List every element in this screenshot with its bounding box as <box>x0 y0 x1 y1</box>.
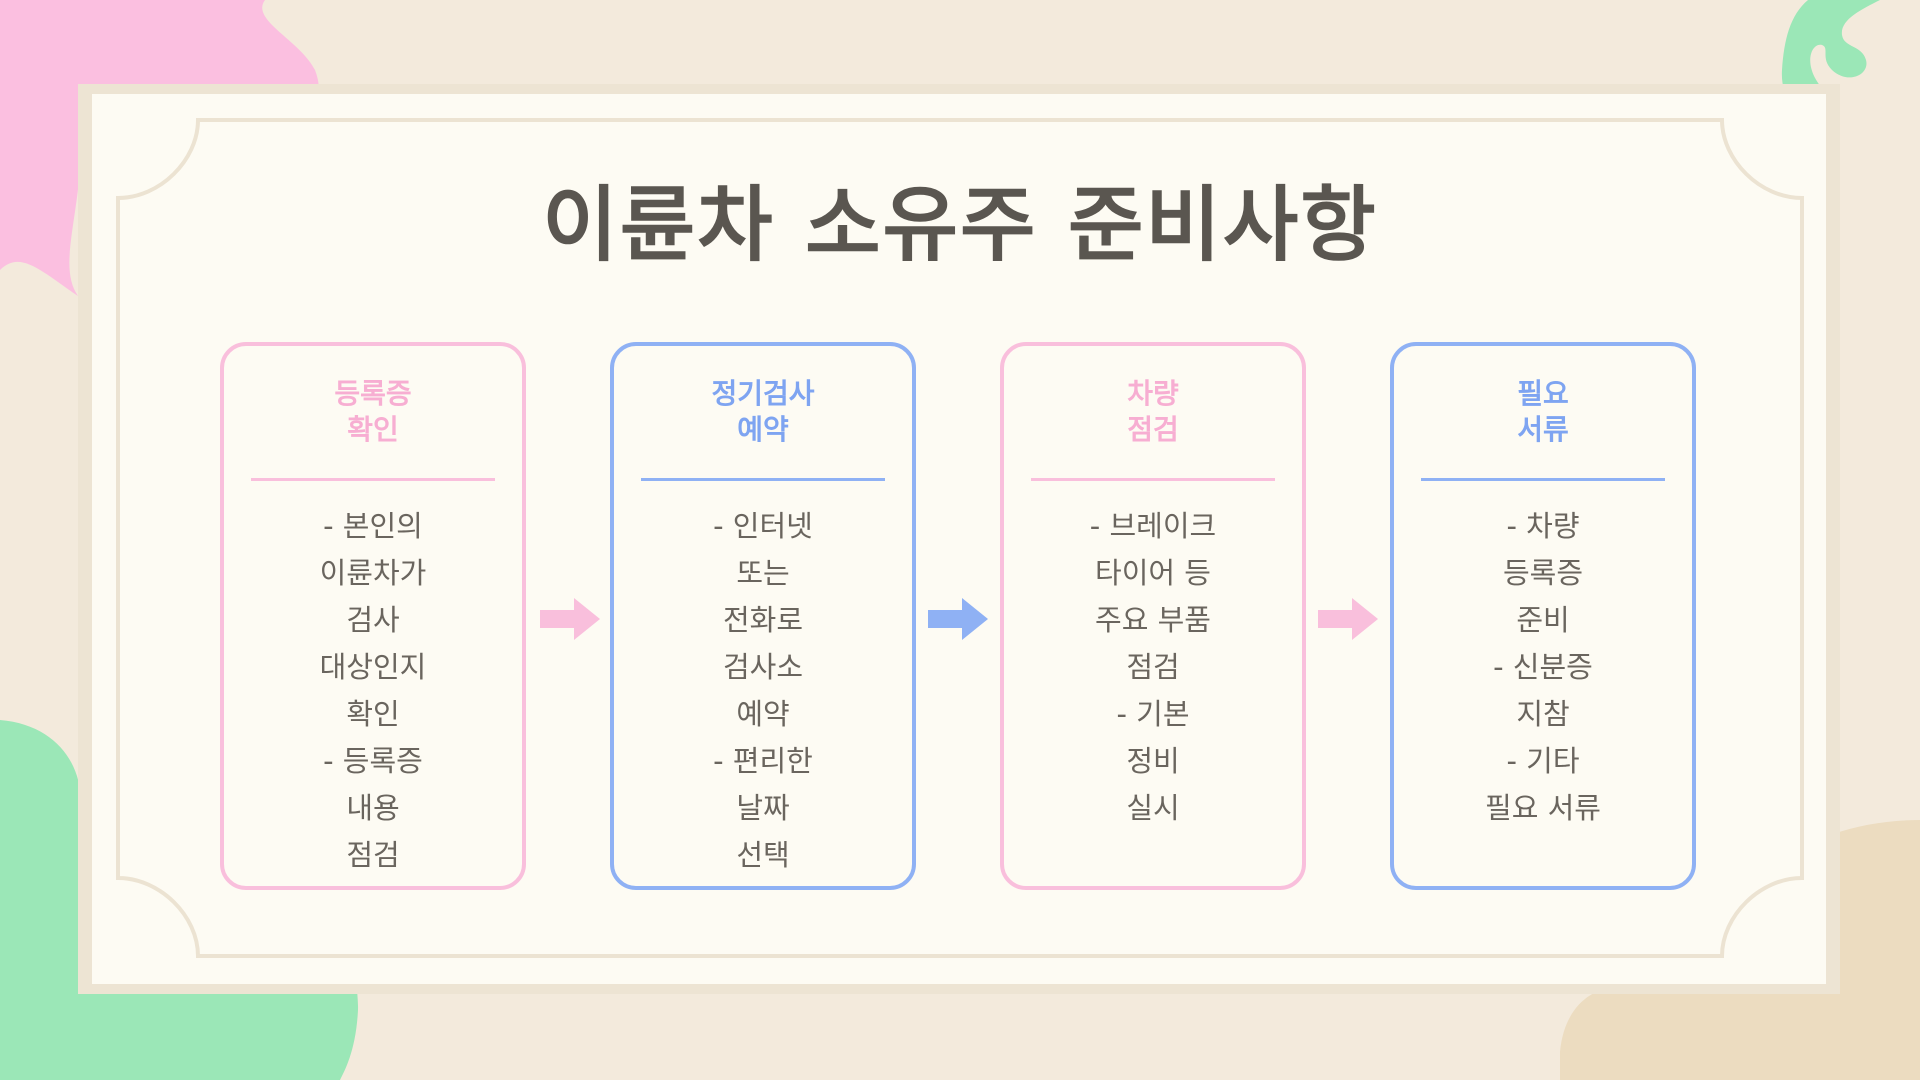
step-heading: 필요 서류 <box>1394 376 1692 448</box>
step-card-inspection-booking: 정기검사 예약 - 인터넷 또는 전화로 검사소 예약 - 편리한 날짜 선택 <box>610 342 916 890</box>
step-card-documents: 필요 서류 - 차량 등록증 준비 - 신분증 지참 - 기타 필요 서류 <box>1390 342 1696 890</box>
step-card-registration: 등록증 확인 - 본인의 이륜차가 검사 대상인지 확인 - 등록증 내용 점검 <box>220 342 526 890</box>
right-arrow-icon <box>1318 598 1380 640</box>
divider <box>1031 478 1275 481</box>
step-card-vehicle-check: 차량 점검 - 브레이크 타이어 등 주요 부품 점검 - 기본 정비 실시 <box>1000 342 1306 890</box>
step-body: - 인터넷 또는 전화로 검사소 예약 - 편리한 날짜 선택 <box>614 503 912 879</box>
divider <box>251 478 495 481</box>
page-title: 이륜차 소유주 준비사항 <box>0 158 1920 277</box>
right-arrow-icon <box>928 598 990 640</box>
step-body: - 본인의 이륜차가 검사 대상인지 확인 - 등록증 내용 점검 <box>224 503 522 879</box>
step-body: - 차량 등록증 준비 - 신분증 지참 - 기타 필요 서류 <box>1394 503 1692 832</box>
step-heading: 정기검사 예약 <box>614 376 912 448</box>
step-heading: 등록증 확인 <box>224 376 522 448</box>
step-heading: 차량 점검 <box>1004 376 1302 448</box>
step-body: - 브레이크 타이어 등 주요 부품 점검 - 기본 정비 실시 <box>1004 503 1302 832</box>
divider <box>641 478 885 481</box>
divider <box>1421 478 1665 481</box>
right-arrow-icon <box>540 598 602 640</box>
